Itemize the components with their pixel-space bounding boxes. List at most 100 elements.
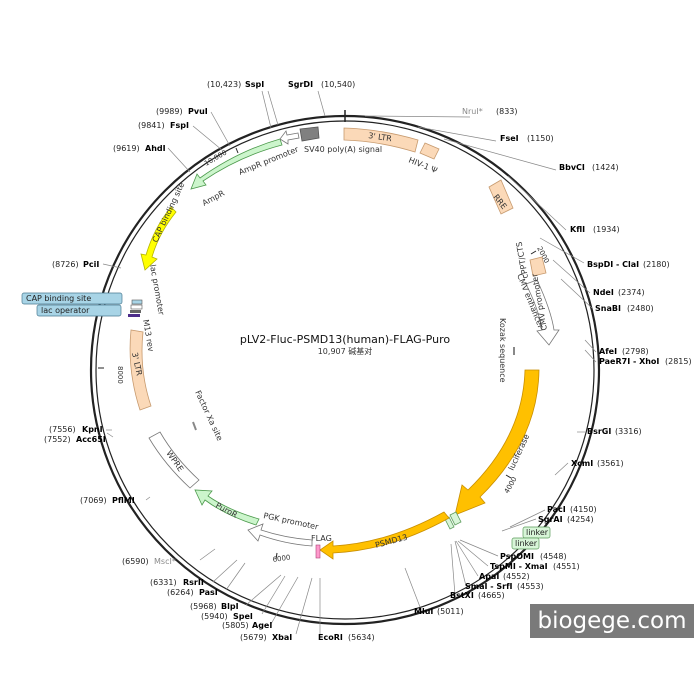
site-leaders (102, 90, 597, 635)
site-bbvci-name: BbvCI (559, 163, 585, 172)
site-kpni-pos: (7556) (49, 425, 76, 434)
site-acc65i-pos: (7552) (44, 435, 71, 444)
lac-operator-feature[interactable] (130, 310, 141, 313)
linker-badge-b (511, 537, 540, 550)
ori-label: CAP binding site (151, 181, 187, 244)
flag-label: FLAG (311, 534, 332, 543)
site-xmai-name: TspMI - XmaI (490, 562, 548, 571)
site-acc65i-name: Acc65I (76, 435, 106, 444)
psmd13-feature[interactable] (319, 511, 450, 560)
site-fspi-pos: (9841) (138, 121, 165, 130)
rre-feature[interactable] (488, 179, 514, 215)
site-pasi-name: PasI (199, 588, 218, 597)
linker-badge-a-text: linker (526, 528, 549, 537)
site-sgrdi-pos: (10,540) (321, 80, 355, 89)
site-kpni-name: KpnI (82, 425, 103, 434)
site-ndei-pos: (2374) (618, 288, 645, 297)
sv40-polya-feature[interactable] (299, 126, 320, 142)
site-msci-pos: (6590) (122, 557, 149, 566)
site-pspomi-pos: (4548) (540, 552, 567, 561)
site-sgrdi-name: SgrDI (288, 80, 313, 89)
cppt-cts-feature[interactable] (529, 256, 547, 277)
cmv-promoter-feature[interactable] (525, 279, 560, 346)
site-bspdi-pos: (2180) (643, 260, 670, 269)
site-xhoi-name: PaeR7I - XhoI (599, 357, 659, 366)
sv40-polya-label: SV40 poly(A) signal (304, 145, 382, 154)
site-pvui-name: PvuI (188, 107, 208, 116)
site-nrui-pos: (833) (496, 107, 518, 116)
plasmid-name: pLV2-Fluc-PSMD13(human)-FLAG-Puro (240, 333, 450, 346)
site-afei-name: AfeI (599, 347, 617, 356)
ltr-right-feature[interactable] (343, 127, 419, 153)
factor-xa-label: Factor Xa site (193, 389, 224, 442)
lac-promoter-label: lac promoter (148, 264, 166, 317)
cap-binding-badge-text: CAP binding site (26, 294, 91, 303)
tick-label-4000: 4000 (503, 476, 519, 495)
site-agei-pos: (5805) (222, 621, 249, 630)
pgk-promoter-feature[interactable] (247, 523, 313, 547)
linker-badge-b-text: linker (515, 539, 538, 548)
site-spei-name: SpeI (233, 612, 253, 621)
tick-label-6000: 6000 (272, 554, 291, 564)
kozak-label: Kozak sequence (498, 318, 507, 383)
ltr-right-label: 3' LTR (368, 131, 393, 143)
site-pcii-name: PciI (83, 260, 99, 269)
site-sspi-name: SspI (245, 80, 264, 89)
site-kfli-name: KflI (570, 225, 585, 234)
site-snabi-name: SnaBI (595, 304, 621, 313)
site-pvui-pos: (9989) (156, 107, 183, 116)
lac-operator-badge-text: lac operator (41, 306, 90, 315)
site-bbvci-pos: (1424) (592, 163, 619, 172)
site-bstxi-pos: (4665) (478, 591, 505, 600)
lac-operator-badge (36, 304, 122, 317)
site-apai-name: ApaI (479, 572, 499, 581)
site-sgrai-name: SgrAI (538, 515, 563, 524)
site-fsei-name: FseI (500, 134, 519, 143)
site-bsrgi-name: BsrGI (587, 427, 611, 436)
ampr-label: AmpR (201, 188, 227, 207)
pgk-promoter-label: PGK promoter (263, 511, 320, 532)
ampr-feature[interactable] (190, 138, 283, 190)
site-paci-name: PacI (547, 505, 566, 514)
site-agei-name: AgeI (252, 621, 272, 630)
site-srfi-name: SmaI - SrfI (465, 582, 513, 591)
site-fsei-pos: (1150) (527, 134, 554, 143)
site-rsrii-name: RsrII (183, 578, 204, 587)
site-bspdi-name: BspDI - ClaI (587, 260, 639, 269)
ampr-promoter-label: AmpR promoter (237, 144, 300, 176)
ori-feature[interactable] (140, 206, 177, 271)
wpre-feature[interactable] (148, 431, 200, 489)
hiv-psi-feature[interactable] (419, 142, 440, 160)
site-xcmi-pos: (3561) (597, 459, 624, 468)
ampr-promoter-feature[interactable] (279, 130, 300, 145)
site-xmai-pos: (4551) (553, 562, 580, 571)
cap-binding-feature[interactable] (131, 299, 143, 305)
site-xbai-name: XbaI (272, 633, 292, 642)
site-snabi-pos: (2480) (627, 304, 654, 313)
plasmid-size: 10,907 碱基对 (318, 346, 373, 356)
puror-feature[interactable] (194, 489, 260, 526)
site-blpi-pos: (5968) (190, 602, 217, 611)
site-ahdi-pos: (9619) (113, 144, 140, 153)
site-bstxi-name: BstXI (450, 591, 474, 600)
site-xcmi-name: XcmI (571, 459, 593, 468)
lac-promoter-feature[interactable] (130, 304, 143, 310)
tick-6000: 6000 (272, 552, 291, 564)
factor-xa-feature[interactable] (192, 421, 197, 431)
site-afei-pos: (2798) (622, 347, 649, 356)
site-srfi-pos: (4553) (517, 582, 544, 591)
ltr-left-feature[interactable] (129, 329, 152, 411)
site-sgrai-pos: (4254) (567, 515, 594, 524)
site-paci-pos: (4150) (570, 505, 597, 514)
site-pspomi-name: PspOMI (500, 552, 534, 561)
site-mlui-pos: (5011) (437, 607, 464, 616)
site-ahdi-name: AhdI (145, 144, 166, 153)
site-mlui-name: MluI (414, 607, 433, 616)
m13-rev-feature[interactable] (128, 314, 140, 317)
flag-feature[interactable] (315, 544, 321, 559)
tick-4000: 4000 (503, 474, 519, 495)
linker-feature-a[interactable] (449, 511, 462, 526)
site-apai-pos: (4552) (503, 572, 530, 581)
site-pcii-pos: (8726) (52, 260, 79, 269)
site-fspi-name: FspI (170, 121, 189, 130)
